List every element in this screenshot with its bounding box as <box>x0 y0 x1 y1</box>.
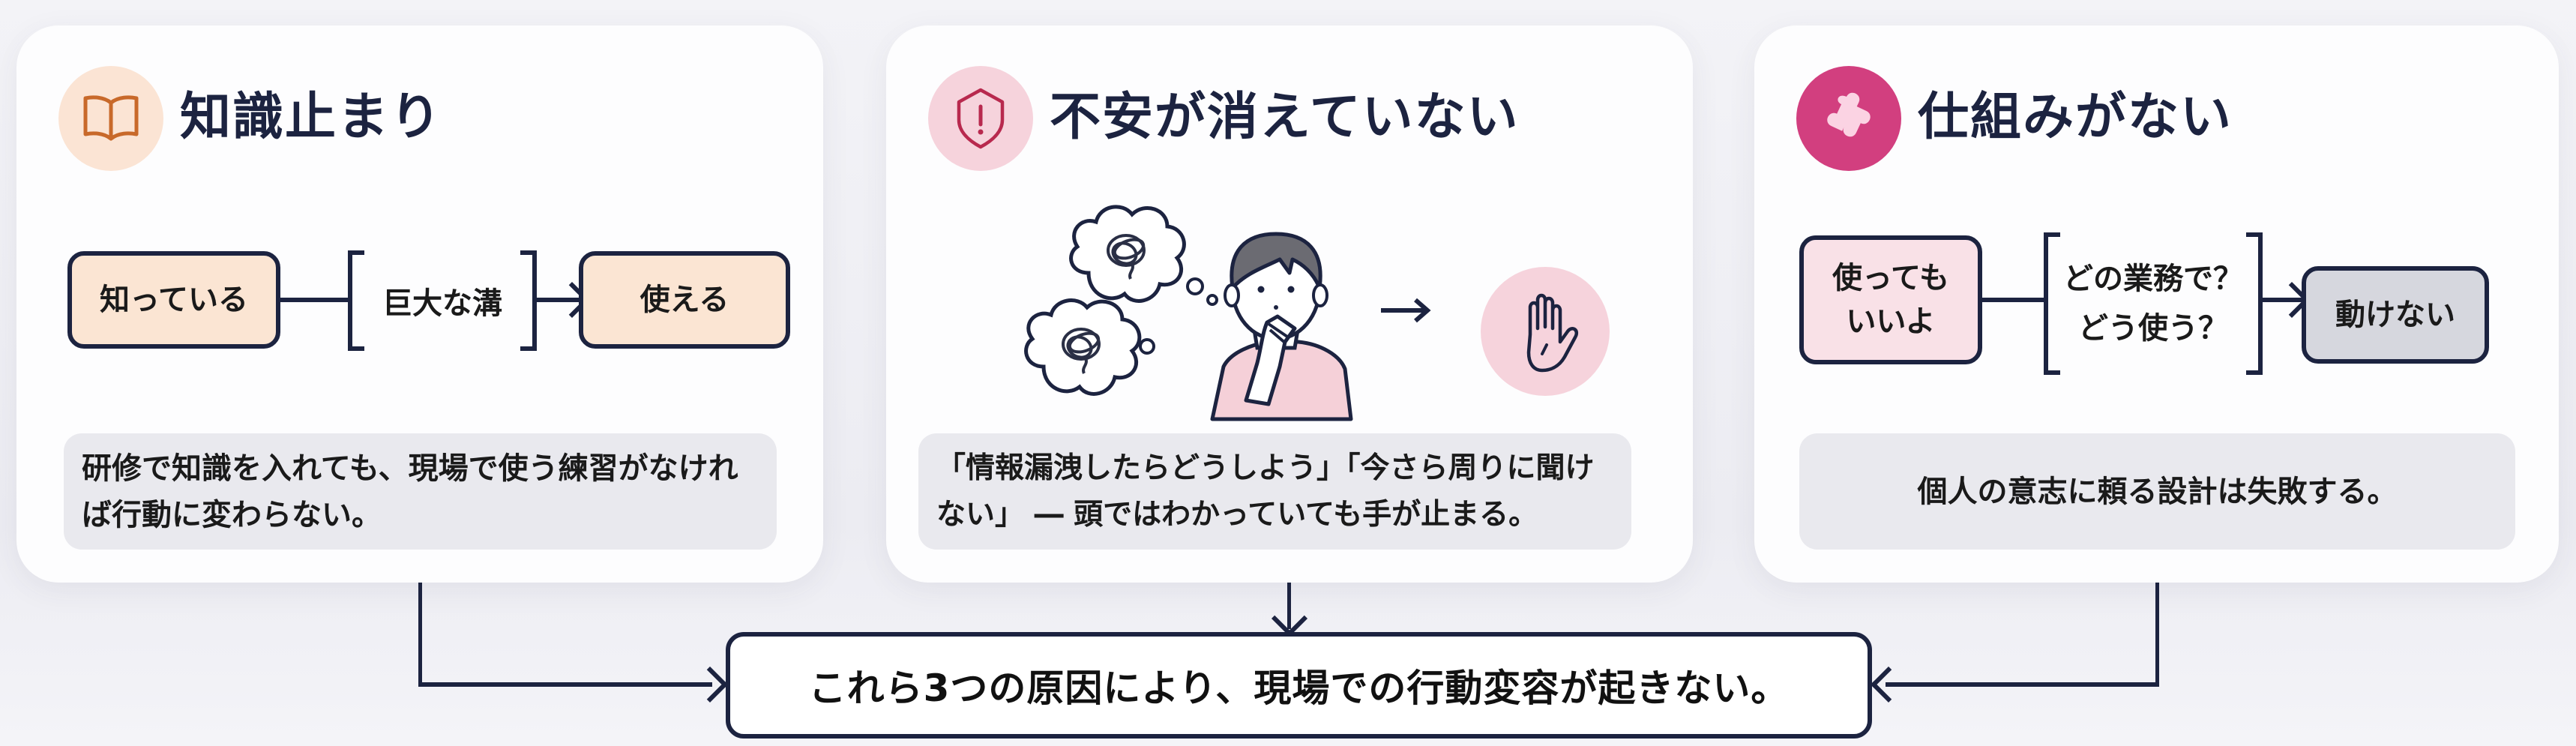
card-title: 仕組みがない <box>1918 88 2233 147</box>
connector-left-vertical <box>418 583 422 686</box>
stop-hand-badge <box>1481 267 1610 396</box>
gap-label: 巨大な溝 <box>382 286 502 321</box>
tangled-scribble-icon <box>1062 328 1101 374</box>
arrow-head-right-icon <box>1870 666 1907 703</box>
tangled-scribble-icon <box>1107 234 1146 280</box>
right-arrow-icon <box>1381 298 1431 323</box>
arrow-head-middle-icon <box>1271 600 1308 637</box>
card-title: 不安が消えていない <box>1050 88 1520 147</box>
worried-person-illustration <box>1024 205 1431 421</box>
shield-icon-badge <box>928 66 1033 171</box>
gap-questions: どの業務で？ どう使う？ <box>2060 232 2246 375</box>
bracket-left <box>348 250 364 351</box>
bracket-right <box>520 250 537 351</box>
open-book-icon <box>83 95 139 141</box>
thought-bubble-lower <box>1024 298 1155 396</box>
flow-box-usable: 使える <box>579 251 790 349</box>
connector-right-horizontal <box>1886 682 2159 687</box>
book-icon-badge <box>58 66 163 171</box>
connector-left-horizontal <box>418 682 712 687</box>
bracket-right <box>2246 232 2263 375</box>
connector-right-vertical <box>2155 583 2159 686</box>
gap-question: どの業務で？ <box>2063 262 2243 296</box>
conclusion-box: これら3つの原因により、現場での行動変容が起きない。 <box>726 632 1872 739</box>
connector-middle-vertical <box>1287 583 1291 629</box>
card-note: 研修で知識を入れても、現場で使う練習がなければ行動に変わらない。 <box>64 433 777 550</box>
flow-box-line: 使っても <box>1832 261 1949 295</box>
bracket-left <box>2044 232 2060 375</box>
connector-line <box>1982 298 2044 302</box>
card-note: 個人の意志に頼る設計は失敗する。 <box>1799 433 2515 550</box>
worried-person <box>1210 232 1353 421</box>
flow-box-allowed: 使っても いいよ <box>1799 235 1982 364</box>
gap-question: どう使う？ <box>2078 311 2228 346</box>
cause-card-anxiety: 不安が消えていない <box>886 25 1693 583</box>
thought-bubble-upper <box>1069 205 1218 306</box>
stop-hand-icon <box>1526 293 1579 373</box>
puzzle-icon-badge <box>1796 66 1901 171</box>
cause-card-knowledge: 知識止まり 知っている 巨大な溝 使える 研修で知識を入れても、現場で使う練習が… <box>16 25 823 583</box>
arrow-line <box>2263 298 2305 302</box>
flow-box-line: いいよ <box>1846 304 1936 339</box>
shield-warning-icon <box>957 88 1005 149</box>
connector-line <box>280 298 348 302</box>
arrow-line <box>537 298 585 302</box>
flow-box-stuck: 動けない <box>2302 266 2489 364</box>
puzzle-piece-icon <box>1827 92 1871 137</box>
card-note: 「情報漏洩したらどうしよう」「今さら周りに聞けない」 ― 頭ではわかっていても手… <box>918 433 1631 550</box>
arrow-head-left-icon <box>691 666 729 703</box>
cause-card-no-system: 仕組みがない 使っても いいよ どの業務で？ どう使う？ 動けない 個人の意志に… <box>1754 25 2559 583</box>
card-title: 知識止まり <box>180 88 443 147</box>
flow-box-knowing: 知っている <box>67 251 280 349</box>
